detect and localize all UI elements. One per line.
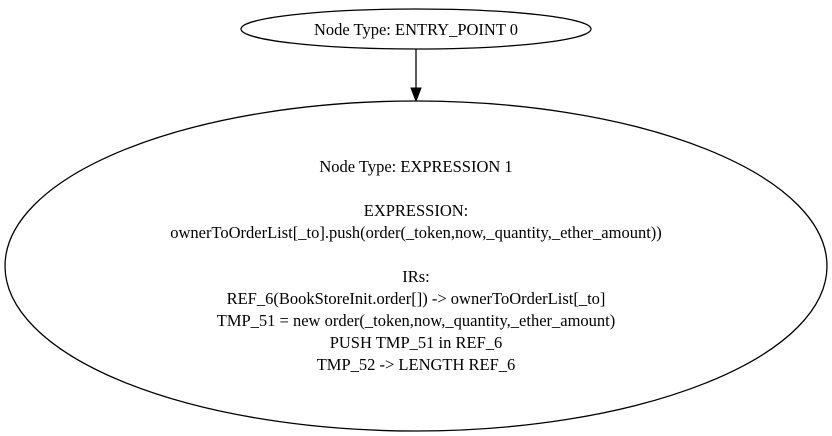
node-expression-ellipse bbox=[4, 100, 828, 432]
edge-entry-to-expression bbox=[410, 49, 422, 103]
node-expression-heading: EXPRESSION: bbox=[364, 201, 469, 220]
node-expression-title: Node Type: EXPRESSION 1 bbox=[319, 157, 512, 176]
arrowhead-icon bbox=[410, 87, 422, 103]
node-expression: Node Type: EXPRESSION 1 EXPRESSION: owne… bbox=[4, 100, 828, 432]
node-expression-irs-heading: IRs: bbox=[402, 267, 430, 286]
node-entry-point-label: Node Type: ENTRY_POINT 0 bbox=[314, 20, 518, 39]
node-expression-code: ownerToOrderList[_to].push(order(_token,… bbox=[170, 223, 662, 242]
node-expression-ir-line-1: REF_6(BookStoreInit.order[]) -> ownerToO… bbox=[227, 289, 606, 308]
node-expression-ir-line-3: PUSH TMP_51 in REF_6 bbox=[330, 333, 503, 352]
node-entry-point: Node Type: ENTRY_POINT 0 bbox=[240, 8, 592, 50]
node-expression-ir-line-4: TMP_52 -> LENGTH REF_6 bbox=[317, 355, 516, 374]
node-expression-ir-line-2: TMP_51 = new order(_token,now,_quantity,… bbox=[217, 311, 616, 330]
